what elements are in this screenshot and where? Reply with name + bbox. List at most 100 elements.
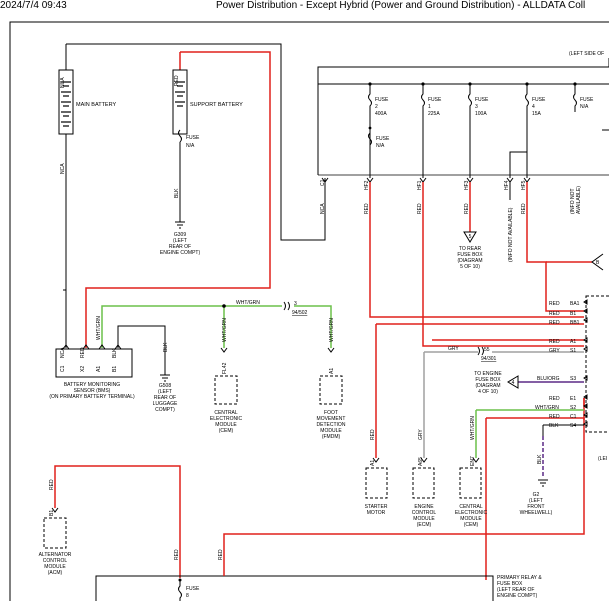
right-edge-arrow-icon [591,253,604,271]
splice-wire-label: WHT/GRN [236,300,260,306]
svg-text:STARTER: STARTER [365,504,388,510]
svg-text:(FMDM): (FMDM) [322,434,341,440]
gry-conn-pin: 55 [484,347,490,353]
relay-label: PRIMARY RELAY & FUSE BOX (LEFT REAR OF E… [497,575,542,599]
starter-motor: RED A1 STARTER MOTOR [365,429,388,516]
svg-text:RED: RED [549,311,560,317]
ecm-pin: A65 [418,457,424,466]
fuse-na-label: FUSE [376,136,390,142]
bottom-wire-right: RED [218,549,224,560]
svg-text:(LEFT REAR OF: (LEFT REAR OF [497,587,534,593]
main-battery-label: MAIN BATTERY [76,102,116,108]
main-battery: MAIN BATTERY NCA NCA [58,43,326,291]
fuse-na-rating: N/A [376,143,385,149]
gry-conn-id: 94/301 [481,356,497,362]
g508-wire-label: BLK [163,342,169,352]
svg-text:X2: X2 [80,366,86,372]
svg-text:B1: B1 [112,366,118,372]
info-not-available-1: (INFO NOT AVAILABLE) [508,207,514,262]
ecm-wire: GRY [418,429,424,440]
cem-left-pin: FL42 [222,362,228,374]
svg-text:FOOT: FOOT [324,410,338,416]
primary-relay-box: RED FUSE 8 PRIMARY RELAY & FUSE BOX (LEF… [95,538,542,601]
svg-text:MODULE: MODULE [460,516,482,522]
svg-text:FRONT: FRONT [527,504,544,510]
gry-left-label: GRY [448,346,459,352]
fmdm-pin: A1 [329,368,335,374]
fuse-labels: FUSE 2 400A FUSE 1 225A FUSE 3 100A FUSE… [375,97,594,117]
svg-text:ENGINE COMPT): ENGINE COMPT) [497,593,538,599]
svg-text:HF3: HF3 [464,180,470,190]
svg-text:(LEFT: (LEFT [158,389,172,395]
fmdm-label: FOOT MOVEMENT DETECTION MODULE (FMDM) [317,410,346,440]
svg-text:(CEM): (CEM) [464,522,479,528]
svg-text:C1: C1 [320,179,326,186]
svg-text:BLK: BLK [112,348,118,358]
svg-text:MODULE: MODULE [44,564,66,570]
to-engine-arrow-icon [507,375,519,389]
main-battery-wire-bottom: NCA [60,163,66,174]
svg-text:FUSE BOX: FUSE BOX [497,581,523,587]
svg-text:C1: C1 [570,414,577,420]
right-connector-pins: BA1 B1 BB1 A1 S1 S3 E1 S2 C1 S4 [570,301,580,429]
to-engine-tag: 4 [512,380,515,386]
svg-text:RED: RED [464,203,470,214]
svg-text:HF2: HF2 [364,180,370,190]
to-engine-label: TO ENGINE FUSE BOX (DIAGRAM 4 OF 10) [474,371,502,395]
header-title: Power Distribution - Except Hybrid (Powe… [216,0,586,11]
cem-right-module: WHT/GRN EN7 CENTRAL ELECTRONIC MODULE (C… [455,416,488,528]
cem-right-wire: WHT/GRN [470,416,476,440]
svg-text:LUGGAGE: LUGGAGE [153,401,178,407]
svg-text:REAR OF: REAR OF [169,244,191,250]
svg-text:FUSE: FUSE [428,97,442,103]
starter-pin: A1 [370,460,376,466]
svg-text:(DIAGRAM: (DIAGRAM [458,258,483,264]
svg-text:4: 4 [532,104,535,110]
svg-text:RED: RED [80,347,86,358]
to-rear-tag: 5 [469,234,472,240]
ground-icon [175,221,185,229]
svg-text:S1: S1 [570,348,576,354]
bottom-fuse-label: FUSE [186,586,200,592]
svg-text:G309: G309 [174,232,186,238]
svg-text:RED: RED [549,414,560,420]
svg-text:RED: RED [549,339,560,345]
acm-pin: B1 [49,510,55,516]
svg-text:1: 1 [428,104,431,110]
svg-text:(ON PRIMARY BATTERY TERMINAL): (ON PRIMARY BATTERY TERMINAL) [49,394,135,400]
ground-icon [160,374,170,382]
svg-text:HF1: HF1 [417,180,423,190]
svg-text:BB1: BB1 [570,320,580,326]
cem-right-pin: EN7 [470,456,476,466]
svg-text:ENGINE COMPT): ENGINE COMPT) [160,250,201,256]
acm-module: RED RED B1 ALTERNATOR CONTROL MODULE (AC… [39,465,181,578]
svg-text:(ECM): (ECM) [417,522,432,528]
right-connector: RED RED RED RED GRY BLU/ORG RED WHT/GRN … [223,295,609,580]
svg-text:(CEM): (CEM) [219,428,234,434]
svg-text:225A: 225A [428,111,440,117]
svg-text:RED: RED [364,203,370,214]
to-rear-arrow-icon [463,231,477,243]
svg-text:BLK: BLK [549,423,559,429]
bms-pins: C1 X2 A1 B1 [60,365,118,372]
svg-text:2: 2 [375,104,378,110]
svg-text:RED: RED [521,203,527,214]
svg-text:CONTROL: CONTROL [43,558,68,564]
splice-conn-id: 94/502 [292,310,308,316]
svg-text:ELECTRONIC: ELECTRONIC [210,416,243,422]
svg-text:CONTROL: CONTROL [412,510,437,516]
svg-text:REAR OF: REAR OF [154,395,176,401]
svg-text:MOTOR: MOTOR [367,510,386,516]
svg-text:400A: 400A [375,111,387,117]
svg-text:E1: E1 [570,396,576,402]
ground-icon [538,479,548,487]
svg-text:B1: B1 [570,311,576,317]
fuse-box-pins: C1 HF2 HF1 HF3 HF4 HF5 [320,179,527,190]
svg-text:WHEELWELL): WHEELWELL) [520,510,553,516]
svg-text:100A: 100A [475,111,487,117]
ground-g508-label: G508 (LEFT REAR OF LUGGAGE COMPT) [153,383,178,413]
fmdm-wire: WHT/GRN [329,318,335,342]
svg-text:TO REAR: TO REAR [459,246,482,252]
svg-text:NCA: NCA [320,203,326,214]
svg-text:S2: S2 [570,405,576,411]
